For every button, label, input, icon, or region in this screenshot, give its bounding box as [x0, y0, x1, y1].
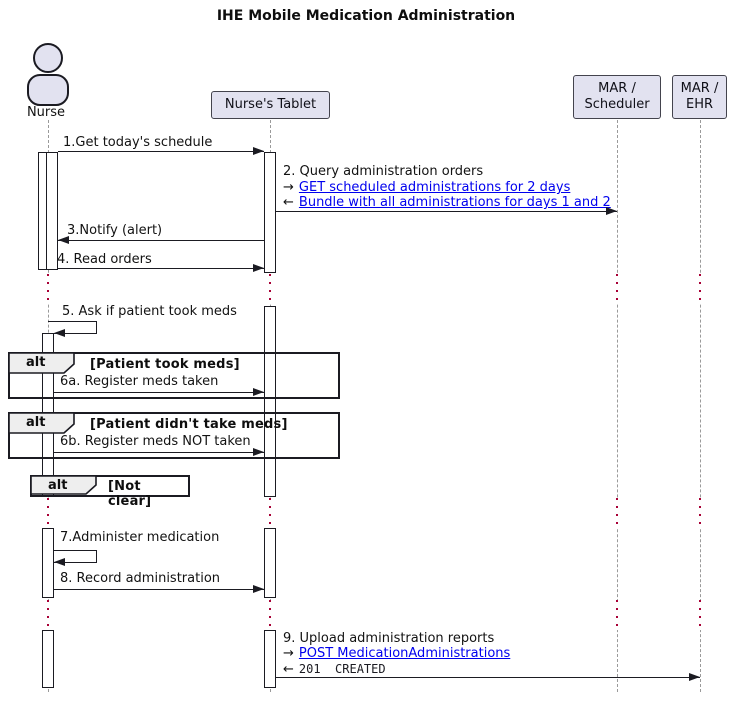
- arrowhead-right-icon: [253, 147, 264, 155]
- participant-ehr-line1: MAR /: [680, 81, 719, 96]
- participant-scheduler: MAR / Scheduler: [573, 75, 661, 119]
- delay-dots: [615, 274, 619, 304]
- response-arrow-icon: ←: [283, 195, 294, 210]
- alt-header-shape: [8, 412, 75, 434]
- alt-operator-label: alt: [48, 478, 68, 493]
- message-4-label: 4. Read orders: [57, 252, 152, 267]
- delay-dots: [46, 498, 50, 528]
- delay-dots: [268, 600, 272, 630]
- message-9-arrow: [276, 677, 700, 678]
- message-5-self-arrow: [48, 321, 97, 322]
- alt-fragment-3: alt [Not clear]: [30, 475, 190, 509]
- message-7-self-arrow: [54, 562, 97, 563]
- activation-bar-tablet: [264, 528, 276, 598]
- request-arrow-icon: →: [283, 646, 294, 661]
- arrowhead-right-icon: [253, 264, 264, 272]
- nurse-actor-icon: [25, 42, 71, 108]
- alt-fragment-1: alt [Patient took meds]: [8, 352, 340, 399]
- alt-fragment-2: alt [Patient didn't take meds]: [8, 412, 340, 459]
- participant-nurse-label: Nurse: [26, 105, 66, 120]
- message-8-arrow: [54, 589, 264, 590]
- message-7-self-arrow: [54, 550, 97, 551]
- message-1-arrow: [58, 151, 264, 152]
- participant-scheduler-line2: Scheduler: [584, 97, 650, 112]
- message-5-self-arrow: [54, 333, 97, 334]
- delay-dots: [46, 600, 50, 630]
- activation-bar-nurse: [42, 630, 54, 688]
- alt-header-shape: [8, 352, 75, 374]
- link-post-medication-administrations[interactable]: POST MedicationAdministrations: [298, 646, 511, 661]
- message-2-arrow: [276, 211, 617, 212]
- arrowhead-left-icon: [58, 236, 69, 244]
- request-arrow-icon: →: [283, 180, 294, 195]
- message-9-label: 9. Upload administration reports: [283, 631, 495, 646]
- participant-ehr: MAR / EHR: [672, 75, 727, 119]
- activation-bar-nurse-inner: [46, 152, 58, 270]
- message-5-label: 5. Ask if patient took meds: [62, 304, 237, 319]
- response-arrow-icon: ←: [283, 662, 294, 677]
- alt-operator-label: alt: [26, 415, 46, 430]
- arrowhead-right-icon: [606, 207, 617, 215]
- message-3-label: 3.Notify (alert): [67, 223, 163, 238]
- participant-tablet: Nurse's Tablet: [211, 91, 330, 119]
- message-6b-arrow: [54, 452, 264, 453]
- message-9-request: → POST MedicationAdministrations: [283, 646, 510, 661]
- message-6b-label: 6b. Register meds NOT taken: [60, 434, 251, 449]
- message-8-label: 8. Record administration: [60, 571, 221, 586]
- arrowhead-right-icon: [253, 388, 264, 396]
- link-bundle-administrations[interactable]: Bundle with all administrations for days…: [298, 195, 611, 210]
- message-7-label: 7.Administer medication: [60, 530, 220, 545]
- message-6a-arrow: [54, 392, 264, 393]
- message-7-self-arrow: [96, 550, 97, 563]
- arrowhead-left-icon: [54, 329, 65, 337]
- activation-bar-tablet: [264, 630, 276, 688]
- participant-tablet-label: Nurse's Tablet: [224, 97, 317, 112]
- message-9-response: ← 201 CREATED: [283, 662, 386, 677]
- arrowhead-right-icon: [689, 673, 700, 681]
- diagram-title: IHE Mobile Medication Administration: [216, 8, 516, 24]
- link-get-scheduled-administrations[interactable]: GET scheduled administrations for 2 days: [298, 180, 571, 195]
- lifeline-scheduler: [616, 120, 618, 692]
- arrowhead-right-icon: [253, 585, 264, 593]
- delay-dots: [268, 274, 272, 304]
- delay-dots: [46, 274, 50, 304]
- message-4-arrow: [58, 268, 264, 269]
- alt-header-shape: [30, 475, 97, 495]
- message-2-response: ← Bundle with all administrations for da…: [283, 195, 611, 210]
- lifeline-ehr: [699, 120, 701, 692]
- delay-dots: [698, 600, 702, 630]
- message-5-self-arrow: [96, 321, 97, 334]
- arrowhead-right-icon: [253, 448, 264, 456]
- message-1-label: 1.Get today's schedule: [63, 135, 213, 150]
- delay-dots: [698, 498, 702, 528]
- activation-bar-tablet: [264, 306, 276, 497]
- delay-dots: [698, 274, 702, 304]
- alt-condition: [Not clear]: [108, 479, 152, 509]
- alt-condition: [Patient didn't take meds]: [90, 417, 288, 432]
- alt-operator-label: alt: [26, 355, 46, 370]
- message-2-label: 2. Query administration orders: [283, 164, 484, 179]
- participant-ehr-line2: EHR: [685, 97, 714, 112]
- message-6a-label: 6a. Register meds taken: [60, 374, 219, 389]
- activation-bar-nurse: [42, 528, 54, 598]
- alt-condition: [Patient took meds]: [90, 357, 240, 372]
- participant-scheduler-line1: MAR /: [598, 81, 636, 96]
- arrowhead-left-icon: [54, 558, 65, 566]
- activation-bar-tablet: [264, 152, 276, 273]
- message-3-arrow: [58, 240, 264, 241]
- status-201-created: 201 CREATED: [298, 662, 386, 676]
- delay-dots: [268, 498, 272, 528]
- delay-dots: [615, 600, 619, 630]
- message-2-request: → GET scheduled administrations for 2 da…: [283, 180, 570, 195]
- delay-dots: [615, 498, 619, 528]
